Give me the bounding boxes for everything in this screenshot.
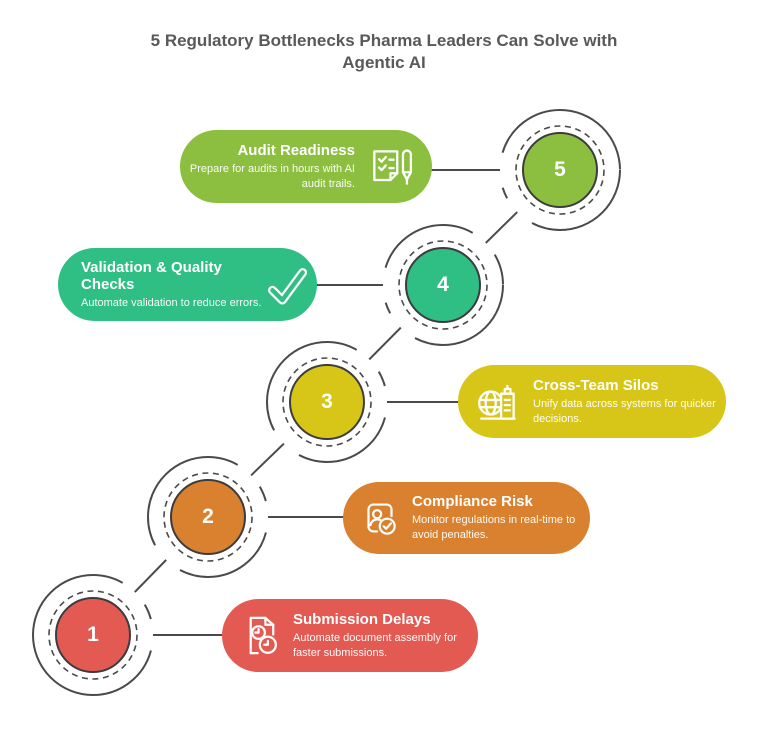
step-node-2: [147, 456, 269, 578]
step-title: Submission Delays: [293, 610, 431, 628]
step-description: Automate document assembly for faster su…: [293, 631, 457, 659]
step-description: Prepare for audits in hours with AI audi…: [189, 162, 355, 190]
step-title: Compliance Risk: [412, 493, 533, 511]
step-number-circle: [289, 364, 365, 440]
step-number-circle: [55, 597, 131, 673]
step-number-circle: [405, 247, 481, 323]
step-number-circle: [170, 479, 246, 555]
step-number-1: 1: [87, 623, 99, 646]
step-number-5: 5: [554, 158, 566, 181]
step-node-3: [266, 341, 388, 463]
step-dashed-ring: [48, 590, 138, 680]
step-dashed-ring: [398, 240, 488, 330]
step-number-circle: [522, 132, 598, 208]
step-title: Cross-Team Silos: [533, 376, 659, 394]
step-pill-compliance-risk: Compliance Risk Monitor regulations in r…: [343, 482, 590, 554]
page-title-line1: 5 Regulatory Bottlenecks Pharma Leaders …: [150, 31, 618, 50]
step-number-3: 3: [321, 390, 333, 413]
step-pill-text: Compliance Risk Monitor regulations in r…: [412, 493, 590, 542]
step-pill-audit-readiness: Audit Readiness Prepare for audits in ho…: [180, 130, 432, 203]
step-description: Monitor regulations in real-time to avoi…: [412, 514, 576, 541]
step-number-4: 4: [437, 273, 449, 296]
step-dashed-ring: [515, 125, 605, 215]
document-clock-icon: [237, 612, 284, 659]
person-badge-check-icon: [357, 495, 403, 541]
step-description: Automate validation to reduce errors.: [81, 296, 262, 309]
step-pill-text: Audit Readiness Prepare for audits in ho…: [185, 142, 355, 191]
step-node-1: [32, 574, 154, 696]
step-pill-text: Validation & Quality Checks Automate val…: [81, 259, 261, 311]
checklist-pen-icon: [363, 142, 419, 192]
step-pill-validation-quality-checks: Validation & Quality Checks Automate val…: [58, 248, 317, 321]
globe-building-icon: [473, 377, 523, 427]
step-pill-submission-delays: Submission Delays Automate document asse…: [222, 599, 478, 672]
step-title: Audit Readiness: [237, 141, 355, 159]
page-title-line2: Agentic AI: [342, 53, 426, 72]
step-title: Validation & Quality Checks: [81, 258, 222, 293]
step-pill-cross-team-silos: Cross-Team Silos Unify data across syste…: [458, 365, 726, 438]
step-pill-text: Submission Delays Automate document asse…: [293, 611, 465, 660]
step-description: Unify data across systems for quicker de…: [533, 397, 716, 425]
checkmark-icon: [261, 260, 311, 310]
step-node-4: [382, 224, 504, 346]
step-pill-text: Cross-Team Silos Unify data across syste…: [533, 377, 726, 426]
step-dashed-ring: [163, 472, 253, 562]
page-title: 5 Regulatory Bottlenecks Pharma Leaders …: [0, 30, 768, 74]
step-dashed-ring: [282, 357, 372, 447]
step-number-2: 2: [202, 505, 214, 528]
step-node-5: [499, 109, 621, 231]
